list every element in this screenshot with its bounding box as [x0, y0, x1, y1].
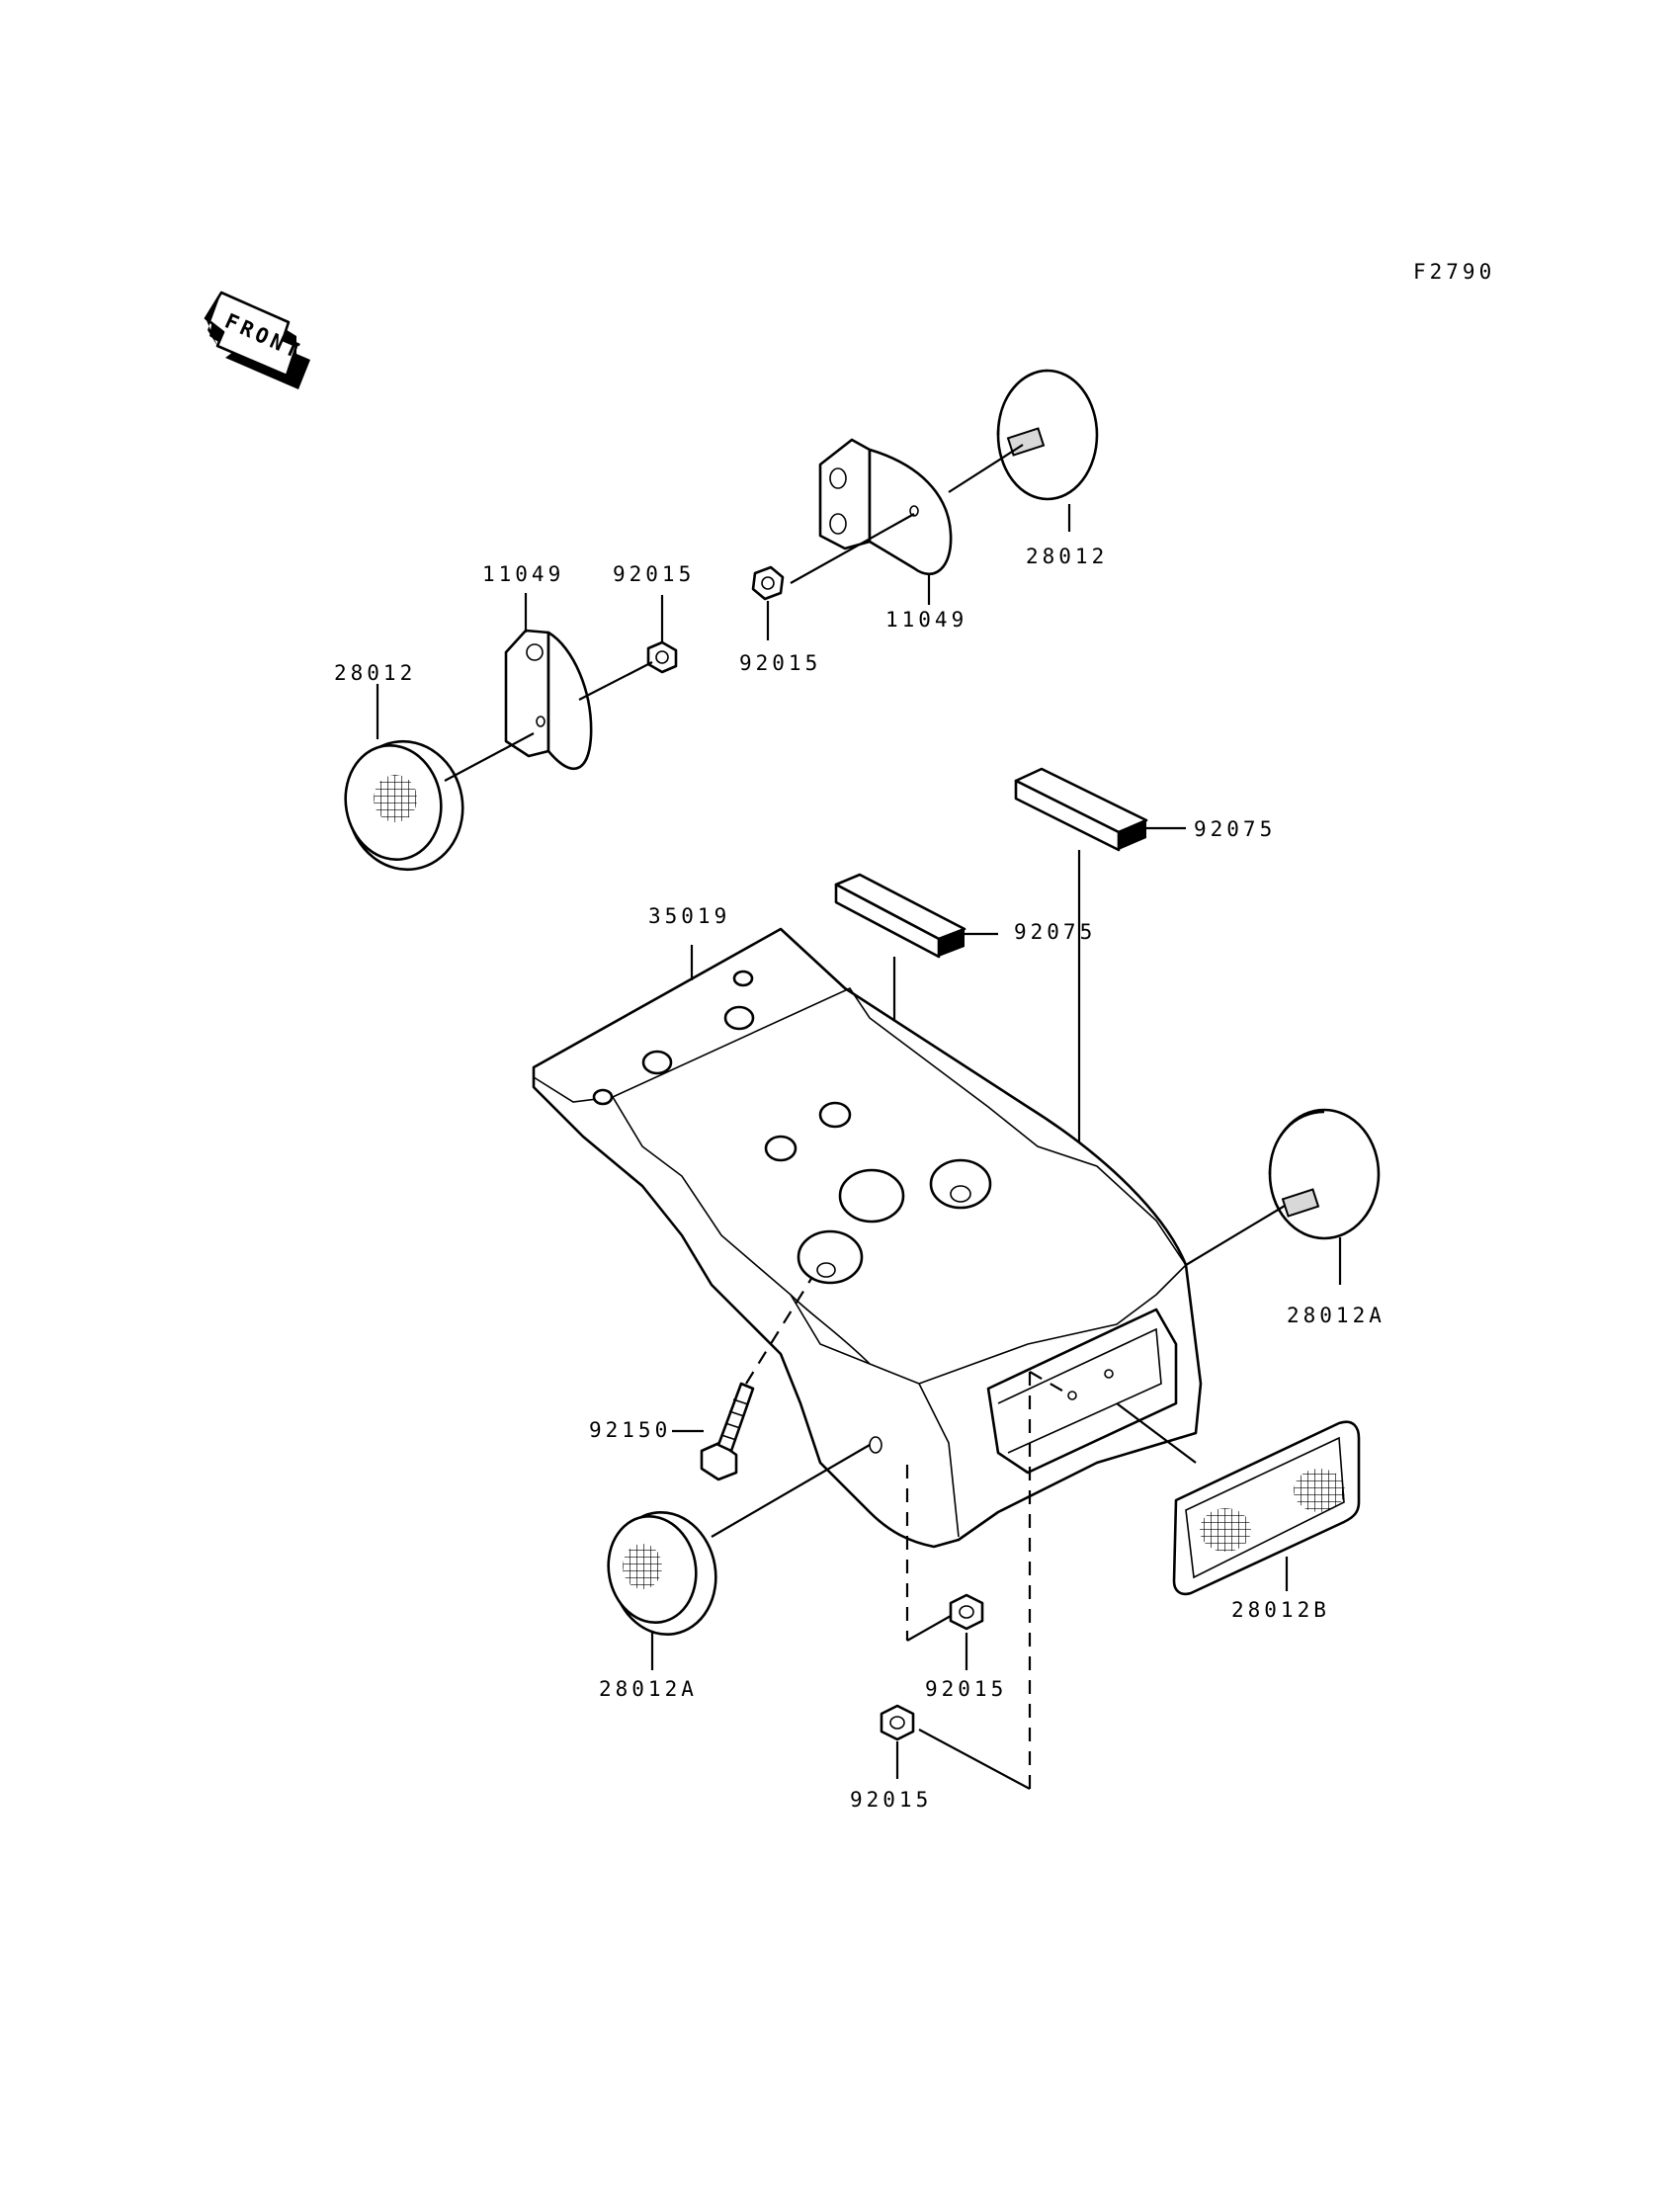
- pad-92075-lower: [834, 873, 966, 959]
- callout-28012-right: 28012: [1026, 545, 1108, 568]
- callout-11049-right: 11049: [885, 608, 967, 632]
- nut-92015-left: [646, 640, 678, 674]
- reflector-28012A-right: [1268, 1108, 1381, 1240]
- bolt-92150: [700, 1382, 755, 1481]
- callout-92015-left: 92015: [613, 562, 695, 586]
- callout-92015-top: 92015: [739, 651, 821, 675]
- callout-92015-mid: 92015: [925, 1677, 1007, 1701]
- callout-28012A-right: 28012A: [1287, 1304, 1386, 1327]
- reflector-28012-right: [996, 369, 1099, 501]
- callout-92075-upper: 92075: [1194, 817, 1276, 841]
- nut-92015-top: [751, 565, 785, 601]
- callout-11049-left: 11049: [482, 562, 564, 586]
- callout-92075-lower: 92075: [1014, 920, 1096, 944]
- bracket-11049-left: [504, 629, 593, 771]
- callout-92150: 92150: [589, 1418, 671, 1442]
- pad-92075-upper: [1014, 767, 1148, 852]
- reflector-28012A-left: [607, 1510, 717, 1637]
- callout-35019: 35019: [648, 904, 730, 928]
- reflector-28012-left: [344, 739, 464, 872]
- rear-fender-35019: [532, 927, 1203, 1549]
- nut-92015-mid: [949, 1593, 984, 1631]
- reflector-28012B: [1172, 1420, 1361, 1596]
- callout-92015-bottom: 92015: [850, 1788, 932, 1812]
- callout-28012B: 28012B: [1231, 1598, 1330, 1622]
- figure-code: F2790: [1413, 260, 1495, 284]
- nut-92015-bottom: [880, 1704, 915, 1741]
- front-arrow-icon: FRONT: [204, 291, 310, 389]
- callout-28012-left: 28012: [334, 661, 416, 685]
- callout-28012A-left: 28012A: [599, 1677, 698, 1701]
- bracket-11049-right: [818, 438, 953, 575]
